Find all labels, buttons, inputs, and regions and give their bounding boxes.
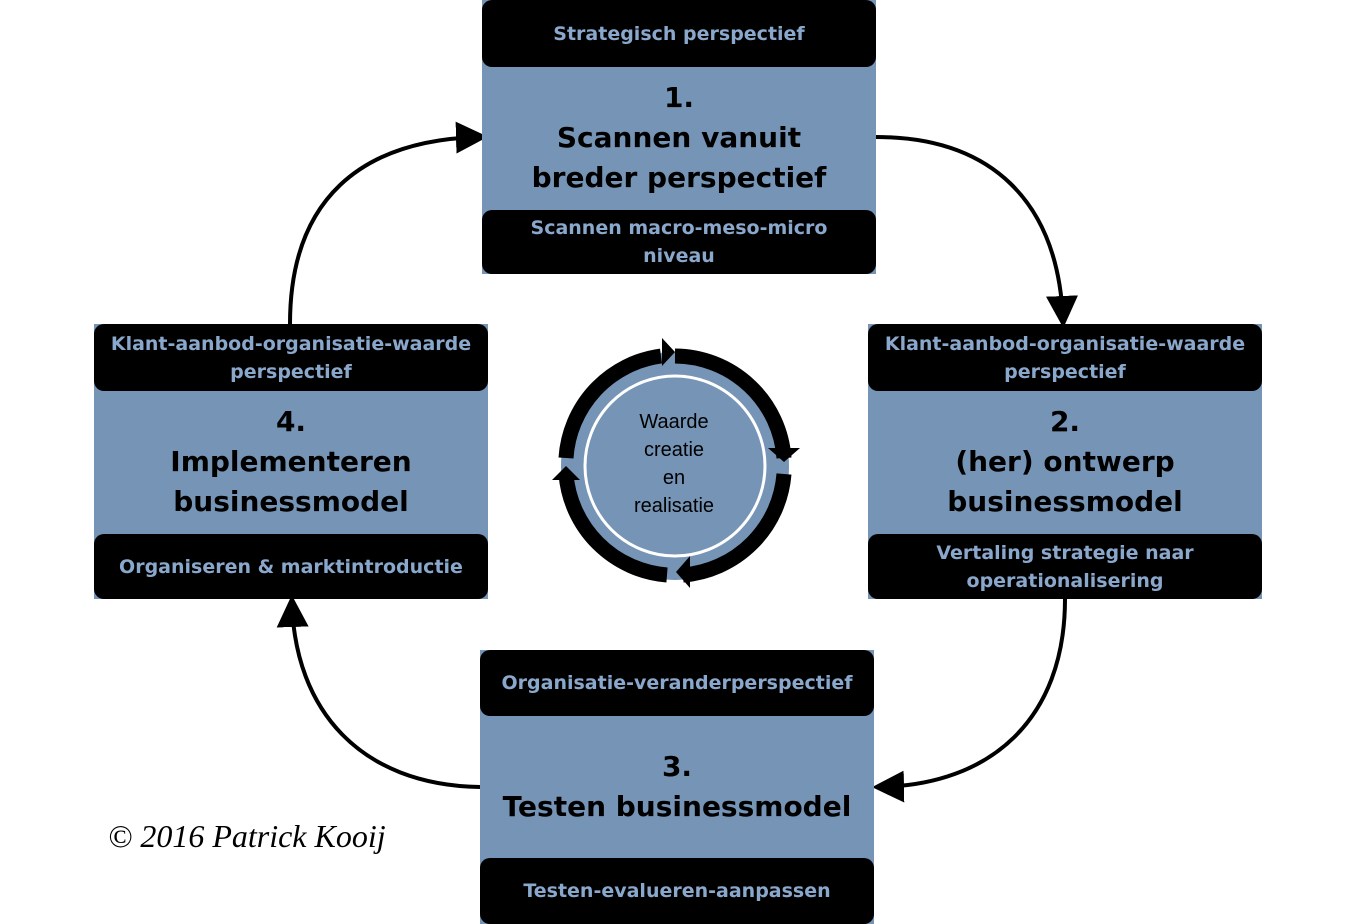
step-2-top-label-line2: perspectief [1004, 360, 1126, 383]
step-4-top-label: Klant-aanbod-organisatie-waarde perspect… [94, 324, 488, 391]
step-2-number: 2. [1049, 405, 1081, 438]
step-4-box: Klant-aanbod-organisatie-waarde perspect… [94, 324, 488, 599]
center-ring-arrows [558, 348, 792, 583]
step-2-top-label-line1: Klant-aanbod-organisatie-waarde [884, 332, 1246, 355]
step-4-top-label-line2: perspectief [230, 360, 352, 383]
copyright-notice: © 2016 Patrick Kooij [108, 818, 386, 854]
step-3-number: 3. [661, 750, 693, 783]
step-2-top-label: Klant-aanbod-organisatie-waarde perspect… [868, 324, 1262, 391]
step-2-bottom-label-line1: Vertaling strategie naar [936, 541, 1194, 564]
step-2-title-line1: (her) ontwerp [955, 445, 1175, 478]
step-2-title-line2: businessmodel [947, 485, 1183, 518]
step-4-title: 4. Implementeren businessmodel [94, 402, 488, 522]
center-ring-arrowheads [552, 338, 800, 588]
step-3-title-line1: Testen businessmodel [502, 790, 852, 823]
step-4-bottom-label: Organiseren & marktintroductie [94, 534, 488, 599]
arrow-3-to-4 [276, 595, 481, 789]
step-1-title-line1: Scannen vanuit [556, 121, 802, 154]
step-3-box: Organisatie-veranderperspectief 3. Teste… [480, 650, 874, 924]
step-2-box: Klant-aanbod-organisatie-waarde perspect… [868, 324, 1262, 599]
step-4-title-line2: businessmodel [173, 485, 409, 518]
step-1-title: 1. Scannen vanuit breder perspectief [482, 78, 876, 198]
arrow-1-to-2 [875, 135, 1078, 328]
step-1-number: 1. [663, 81, 695, 114]
step-3-bottom-label: Testen-evalueren-aanpassen [480, 858, 874, 924]
step-2-bottom-label: Vertaling strategie naar operationaliser… [868, 534, 1262, 599]
center-label-line3: en [662, 467, 686, 489]
center-circle [583, 374, 767, 558]
center-label-line2: creatie [643, 439, 705, 461]
step-2-bottom-label-line2: operationalisering [966, 569, 1164, 592]
step-3-top-label: Organisatie-veranderperspectief [480, 650, 874, 716]
step-1-top-label: Strategisch perspectief [482, 0, 876, 67]
step-2-title: 2. (her) ontwerp businessmodel [868, 402, 1262, 522]
step-1-box: Strategisch perspectief 1. Scannen vanui… [482, 0, 876, 274]
center-label: Waarde creatie en realisatie [614, 408, 734, 520]
step-1-title-line2: breder perspectief [531, 161, 827, 194]
step-4-number: 4. [275, 405, 307, 438]
center-label-line4: realisatie [633, 495, 715, 517]
arrow-2-to-3 [872, 598, 1067, 803]
step-4-title-line1: Implementeren [170, 445, 412, 478]
step-3-title: 3. Testen businessmodel [480, 747, 874, 827]
center-label-line1: Waarde [639, 411, 709, 433]
step-4-top-label-line1: Klant-aanbod-organisatie-waarde [110, 332, 472, 355]
step-1-bottom-label: Scannen macro-meso-micro niveau [482, 210, 876, 274]
arrow-4-to-1 [288, 121, 488, 325]
